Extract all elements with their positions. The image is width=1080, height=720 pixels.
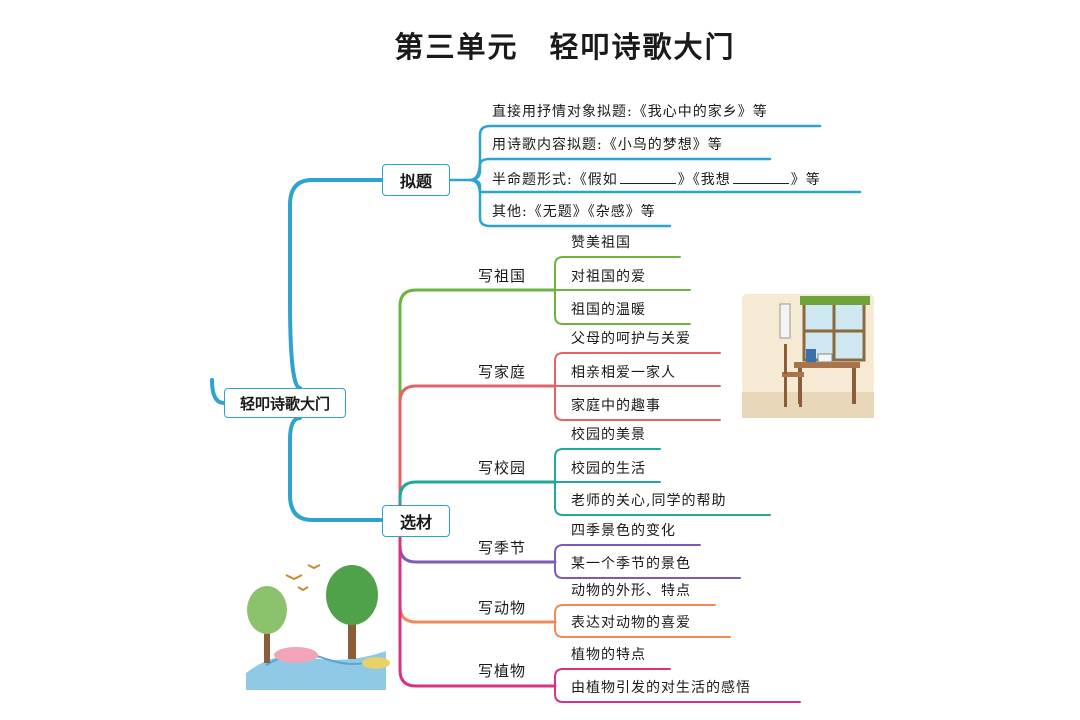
connector-leaf-1-0 [554,352,721,387]
sub-jiating: 写家庭 [478,363,527,381]
root-node: 轻叩诗歌大门 [224,388,346,418]
connector-sub-1 [398,384,557,507]
leaf-zhiwu-2: 由植物引发的对生活的感悟 [571,680,751,696]
connector-leaf-5-0 [554,668,671,687]
niti-item-3-part-3: 》等 [790,172,821,188]
niti-item-4: 其他:《无题》《杂感》等 [492,204,656,220]
sub-xiaoyuan: 写校园 [478,459,527,477]
connector-leaf-4-1 [554,621,731,638]
sub-zuguo: 写祖国 [478,267,527,285]
connector-leaf-2-0 [554,448,661,483]
pond-trees-birds-icon [246,564,390,690]
leaf-xiaoyuan-3: 老师的关心,同学的帮助 [571,493,727,509]
leaf-zuguo-1: 赞美祖国 [571,235,631,251]
connector-leaf-3-0 [554,544,701,563]
connector-leaf-1-2 [554,385,721,421]
connector-sub-2 [398,480,557,507]
sub-dongwu: 写动物 [478,599,527,617]
leaf-zuguo-2: 对祖国的爱 [571,269,646,285]
blank-line [732,171,789,184]
connector-leaf-0-2 [554,289,691,325]
leaf-dongwu-2: 表达对动物的喜爱 [571,615,691,631]
connector-root-niti [288,178,384,390]
branch-xuancai: 选材 [382,505,450,537]
leaf-jijie-2: 某一个季节的景色 [571,556,691,572]
sub-jijie: 写季节 [478,539,527,557]
niti-item-1: 直接用抒情对象拟题:《我心中的家乡》等 [492,104,768,120]
study-desk-window-icon [742,294,874,418]
connector-niti-4 [468,178,672,228]
connector-root-left [210,378,226,405]
niti-item-3-part-1: 半命题形式:《假如 [492,172,618,188]
leaf-jiating-3: 家庭中的趣事 [571,398,661,414]
leaf-jiating-1: 父母的呵护与关爱 [571,331,691,347]
connector-leaf-0-0 [554,256,681,291]
leaf-xiaoyuan-1: 校园的美景 [571,427,646,443]
connector-sub-5 [398,503,557,688]
connector-leaf-3-1 [554,561,741,579]
connector-niti-2 [468,157,772,182]
leaf-jijie-1: 四季景色的变化 [571,523,676,539]
connector-sub-0 [398,288,557,507]
niti-item-2: 用诗歌内容拟题:《小鸟的梦想》等 [492,137,723,153]
connector-leaf-2-2 [554,481,771,516]
leaf-jiating-2: 相亲相爱一家人 [571,365,676,381]
connector-leaf-5-1 [554,685,801,703]
niti-item-3: 半命题形式:《假如 》《我想 》等 [492,171,821,187]
leaf-dongwu-1: 动物的外形、特点 [571,583,691,599]
branch-niti: 拟题 [382,164,450,196]
connector-leaf-4-0 [554,604,716,623]
leaf-zhiwu-1: 植物的特点 [571,647,646,663]
page-title: 第三单元 轻叩诗歌大门 [394,30,736,64]
leaf-xiaoyuan-2: 校园的生活 [571,461,646,477]
connector-root-xuancai [288,416,384,522]
niti-item-3-part-2: 》《我想 [677,172,731,188]
sub-zhiwu: 写植物 [478,662,527,680]
blank-line [619,171,676,184]
leaf-zuguo-3: 祖国的温暖 [571,302,646,318]
